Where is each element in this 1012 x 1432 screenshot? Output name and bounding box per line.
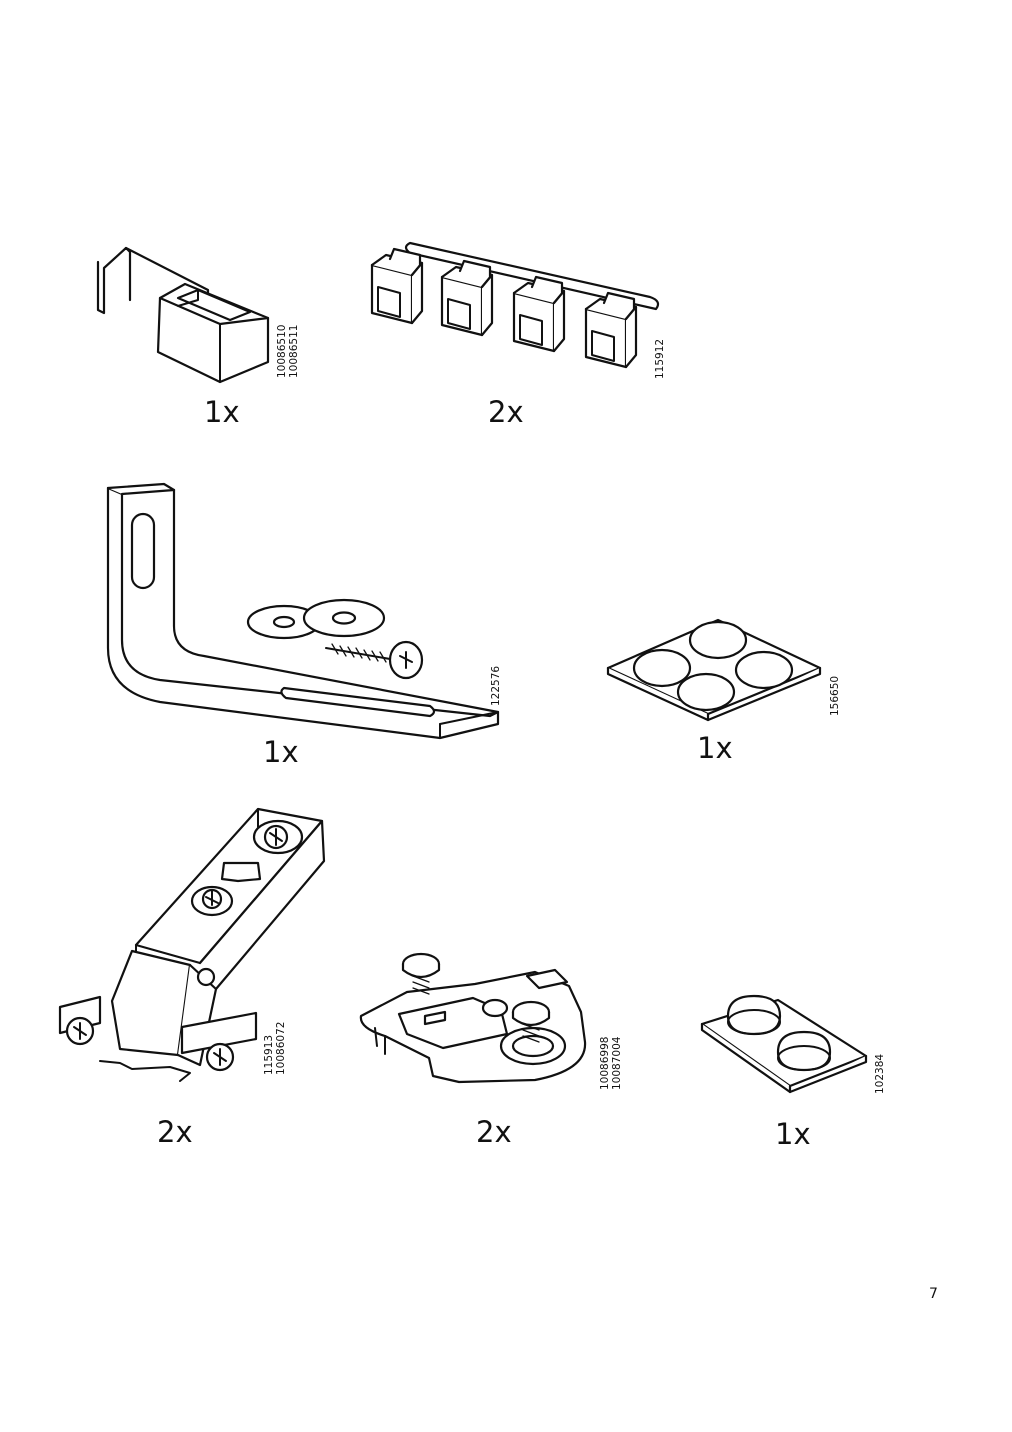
- angle-bracket-illustration: [106, 482, 500, 740]
- part-quantity: 2x: [476, 1115, 512, 1149]
- part-code: 102384: [874, 1053, 886, 1094]
- part-codes: 10086998 10087004: [599, 1037, 623, 1090]
- part-hinge: 115913 10086072 2x: [58, 805, 326, 1155]
- part-quantity: 1x: [204, 395, 240, 429]
- part-quantity: 1x: [697, 731, 733, 765]
- part-code: 10086511: [288, 324, 300, 378]
- part-code: 10086998: [599, 1036, 611, 1090]
- part-codes: 102384: [874, 1054, 886, 1094]
- part-codes: 115913 10086072: [263, 1022, 287, 1075]
- part-hook-bracket: 10086510 10086511 1x: [90, 240, 300, 430]
- part-felt-pads: 156650 1x: [600, 610, 860, 770]
- part-code: 156650: [829, 675, 841, 716]
- bumper-pads-illustration: [700, 994, 868, 1094]
- part-mounting-plate: 10086998 10087004 2x: [355, 950, 635, 1155]
- part-bumper-pads: 102384 1x: [690, 990, 910, 1155]
- part-quantity: 1x: [775, 1117, 811, 1151]
- page-number: 7: [929, 1286, 938, 1302]
- part-code: 115913: [263, 1034, 275, 1075]
- part-angle-bracket-set: 122576 1x: [100, 480, 520, 770]
- part-code: 10086510: [276, 324, 288, 378]
- part-code: 10086072: [275, 1021, 287, 1075]
- part-clip-strip: 115912 2x: [350, 235, 680, 435]
- part-quantity: 2x: [488, 395, 524, 429]
- part-codes: 122576: [490, 666, 502, 706]
- felt-pads-illustration: [606, 618, 822, 722]
- part-code: 115912: [654, 338, 666, 379]
- part-codes: 115912: [654, 339, 666, 379]
- part-codes: 10086510 10086511: [276, 325, 300, 378]
- part-code: 122576: [490, 665, 502, 706]
- mounting-plate-illustration: [359, 952, 587, 1084]
- part-quantity: 2x: [157, 1115, 193, 1149]
- part-code: 10087004: [611, 1036, 623, 1090]
- clip-strip-illustration: [370, 241, 660, 369]
- hook-bracket-illustration: [96, 246, 270, 384]
- hinge-illustration: [58, 807, 326, 1082]
- part-codes: 156650: [829, 676, 841, 716]
- part-quantity: 1x: [263, 735, 299, 769]
